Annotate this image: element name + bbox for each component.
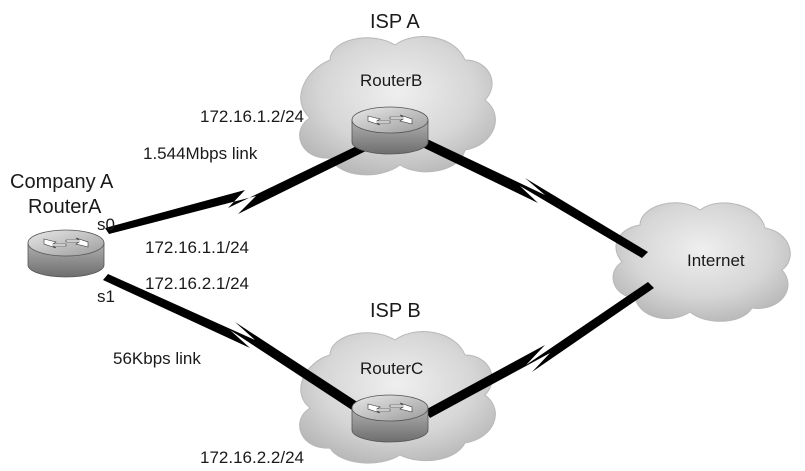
link-routerB-internet [420, 138, 648, 258]
isp-a-cloud [299, 36, 496, 176]
router-a-label: RouterA [28, 196, 102, 218]
s1-label: s1 [97, 287, 115, 306]
router-b-address: 172.16.1.2/24 [200, 107, 304, 126]
link-routerA-routerB [105, 142, 372, 234]
s0-address: 172.16.1.1/24 [145, 238, 249, 257]
company-title: Company A [10, 171, 114, 193]
internet-label: Internet [687, 251, 745, 270]
router-b [351, 106, 429, 155]
s1-address: 172.16.2.1/24 [145, 274, 249, 293]
router-b-label: RouterB [360, 71, 423, 90]
link-routerA-routerC [103, 274, 362, 412]
router-c-address: 172.16.2.2/24 [200, 448, 304, 467]
internet-cloud [612, 202, 791, 322]
slow-link-label: 56Kbps link [113, 349, 201, 368]
router-c-label: RouterC [360, 359, 424, 378]
fast-link-label: 1.544Mbps link [143, 144, 258, 163]
link-routerC-internet [425, 282, 654, 418]
router-c [351, 394, 429, 443]
isp-b-title: ISP B [370, 300, 421, 322]
s0-label: s0 [97, 215, 115, 234]
router-a [27, 229, 105, 278]
isp-a-title: ISP A [370, 11, 420, 33]
